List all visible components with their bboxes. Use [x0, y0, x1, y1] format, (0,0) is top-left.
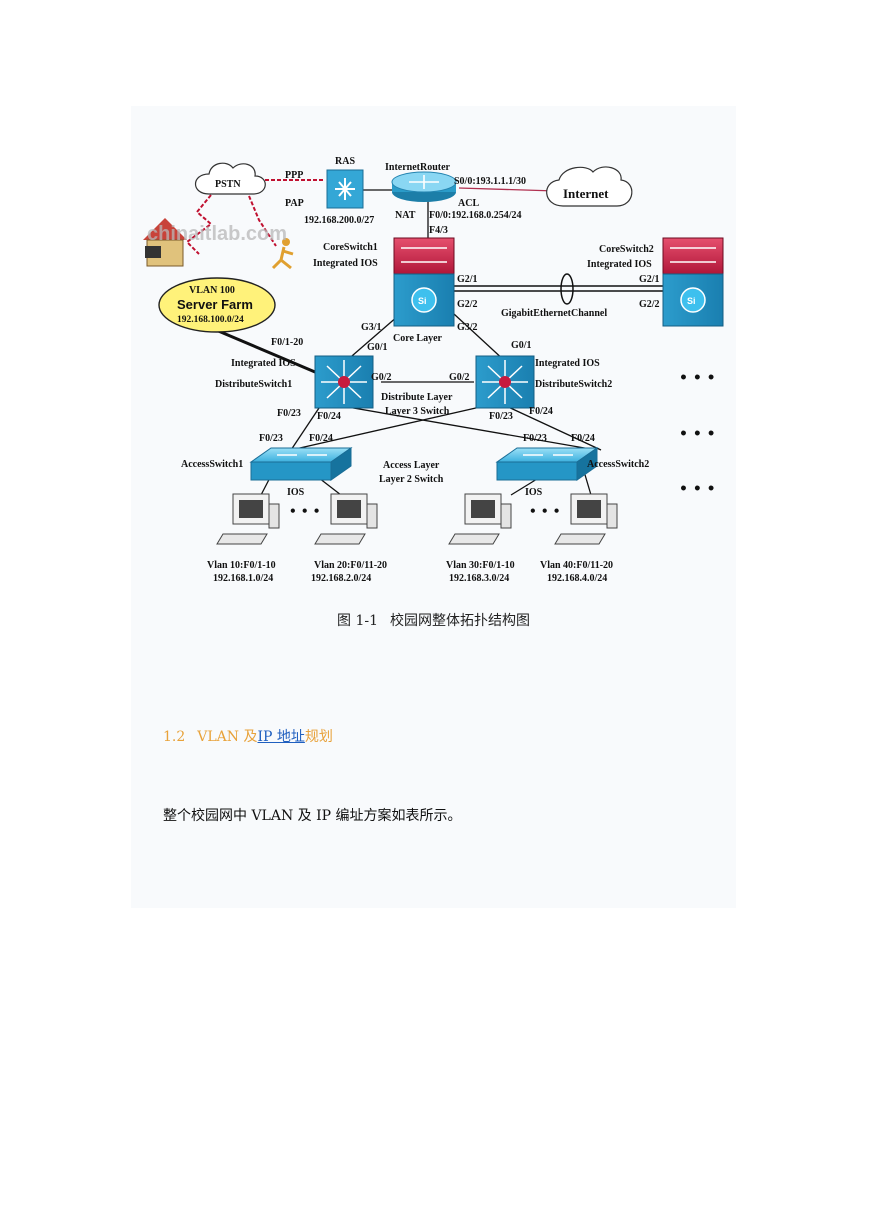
ellipsis-core: • • • — [679, 370, 716, 386]
f0120-label: F0/1-20 — [271, 337, 303, 348]
core2-name-label: CoreSwitch2 — [599, 244, 654, 255]
acl-label: ACL — [458, 198, 479, 209]
d2-f023-label: F0/23 — [489, 411, 513, 422]
access-switch-2 — [495, 447, 599, 481]
gec-label: GigabitEthernetChannel — [501, 308, 607, 319]
ras-network-label: 192.168.200.0/27 — [304, 215, 374, 226]
dist1-ios-label: Integrated IOS — [231, 358, 296, 369]
vlan40-label: Vlan 40:F0/11-20 — [540, 560, 613, 571]
section-title-suffix: 规划 — [304, 729, 333, 745]
access-switch-1 — [249, 447, 353, 481]
pstn-cloud: PSTN — [194, 162, 266, 195]
vlan20-label: Vlan 20:F0/11-20 — [314, 560, 387, 571]
g22-right-label: G2/2 — [639, 299, 660, 310]
pstn-label: PSTN — [215, 179, 241, 190]
l2-switch-label: Layer 2 Switch — [379, 474, 444, 485]
g01-right-label: G0/1 — [511, 340, 532, 351]
internet-label: Internet — [563, 186, 609, 201]
core-switch-1: Si — [393, 237, 455, 327]
core-switch-2: Si — [662, 237, 724, 327]
mobile-user-icon — [271, 238, 294, 270]
section-number: 1.2 — [163, 729, 186, 745]
vlan30-net-label: 192.168.3.0/24 — [449, 573, 509, 584]
ras-label: RAS — [335, 156, 355, 167]
server-farm-link — [215, 328, 316, 374]
a1-f024-label: F0/24 — [309, 433, 333, 444]
dist2-ios-label: Integrated IOS — [535, 358, 600, 369]
l3-switch-label: Layer 3 Switch — [385, 406, 450, 417]
g32-label: G3/2 — [457, 322, 478, 333]
svg-text:Si: Si — [687, 296, 696, 306]
dist1-name-label: DistributeSwitch1 — [215, 379, 292, 390]
ellipsis-pc-left: • • • — [289, 504, 320, 518]
pc-icon — [216, 493, 280, 545]
d1-f023-label: F0/23 — [277, 408, 301, 419]
network-topology-diagram: PSTN chinaitlab.com PPP PAP RAS 192.168.… — [143, 156, 724, 584]
access2-label: AccessSwitch2 — [587, 459, 649, 470]
ellipsis-dist: • • • — [679, 426, 716, 442]
section-heading: 1.2 VLAN 及IP 地址规划 — [163, 726, 333, 746]
figure-caption-text: 校园网整体拓扑结构图 — [390, 613, 530, 629]
vlan20-net-label: 192.168.2.0/24 — [311, 573, 371, 584]
core1-name-label: CoreSwitch1 — [323, 242, 378, 253]
server-farm-label: Server Farm — [177, 297, 253, 312]
core1-ios-label: Integrated IOS — [313, 258, 378, 269]
dist-layer-label: Distribute Layer — [381, 392, 453, 403]
internet-link — [458, 187, 557, 192]
svg-text:Si: Si — [418, 296, 427, 306]
internet-router-label: InternetRouter — [385, 162, 451, 173]
dist2-name-label: DistributeSwitch2 — [535, 379, 612, 390]
g31-label: G3/1 — [361, 322, 382, 333]
ellipsis-access: • • • — [679, 481, 716, 497]
dialup-links — [185, 179, 325, 255]
g21-right-label: G2/1 — [639, 274, 660, 285]
body-paragraph: 整个校园网中 VLAN 及 IP 编址方案如表所示。 — [163, 808, 462, 824]
g22-left-label: G2/2 — [457, 299, 478, 310]
ellipsis-pc-right: • • • — [529, 504, 560, 518]
f00-label: F0/0:192.168.0.254/24 — [429, 210, 522, 221]
a1-f023-label: F0/23 — [259, 433, 283, 444]
pc-icon — [554, 493, 618, 545]
internet-router — [391, 171, 457, 202]
g02-left-label: G0/2 — [371, 372, 392, 383]
ios-right-label: IOS — [525, 487, 543, 498]
gigabit-etherchannel — [454, 273, 663, 305]
g02-right-label: G0/2 — [449, 372, 470, 383]
access1-label: AccessSwitch1 — [181, 459, 243, 470]
section-title-prefix: VLAN 及 — [197, 729, 258, 745]
figure-caption: 图 1-1 校园网整体拓扑结构图 — [131, 610, 736, 630]
ras-device — [326, 169, 364, 209]
s00-label: S0/0:193.1.1.1/30 — [454, 176, 526, 187]
ip-address-link[interactable]: IP 地址 — [257, 729, 305, 745]
watermark: chinaitlab.com — [147, 223, 287, 245]
vlan10-net-label: 192.168.1.0/24 — [213, 573, 273, 584]
server-farm: VLAN 100 Server Farm 192.168.100.0/24 — [158, 277, 276, 333]
f43-label: F4/3 — [429, 225, 448, 236]
access-layer-label: Access Layer — [383, 460, 440, 471]
distribute-switch-1 — [314, 355, 374, 409]
g01-left-label: G0/1 — [367, 342, 388, 353]
vlan10-label: Vlan 10:F0/1-10 — [207, 560, 276, 571]
a2-f024-label: F0/24 — [571, 433, 595, 444]
vlan30-label: Vlan 30:F0/1-10 — [446, 560, 515, 571]
d2-f024-label: F0/24 — [529, 406, 553, 417]
home-user-icon — [143, 218, 187, 267]
server-net-label: 192.168.100.0/24 — [177, 315, 244, 325]
ppp-label: PPP — [285, 170, 303, 181]
core-layer-label: Core Layer — [393, 333, 443, 344]
vlan100-label: VLAN 100 — [189, 285, 235, 296]
internet-cloud: Internet — [546, 166, 633, 207]
figure-caption-number: 图 1-1 — [337, 613, 378, 629]
nat-label: NAT — [395, 210, 416, 221]
distribute-switch-2 — [475, 355, 535, 409]
pap-label: PAP — [285, 198, 304, 209]
core2-ios-label: Integrated IOS — [587, 259, 652, 270]
pc-icon — [314, 493, 378, 545]
vlan40-net-label: 192.168.4.0/24 — [547, 573, 607, 584]
ios-left-label: IOS — [287, 487, 305, 498]
a2-f023-label: F0/23 — [523, 433, 547, 444]
d1-f024-label: F0/24 — [317, 411, 341, 422]
g21-left-label: G2/1 — [457, 274, 478, 285]
pc-icon — [448, 493, 512, 545]
